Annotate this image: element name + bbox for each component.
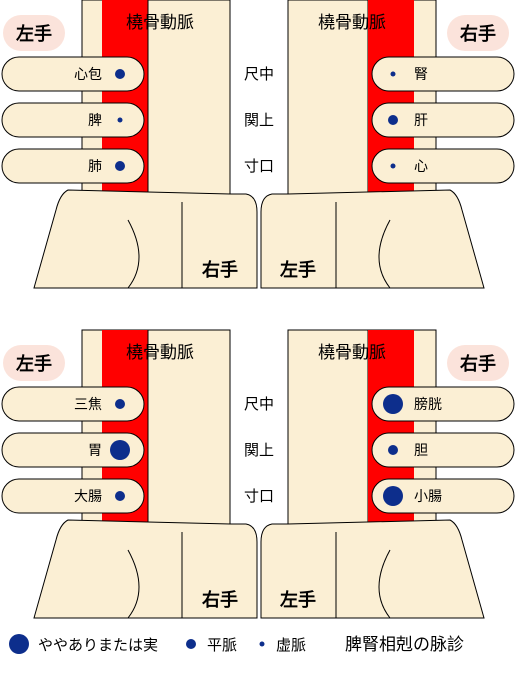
pulse-dot [390,71,396,77]
thumb-edge [127,549,140,619]
artery-label-right: 橈骨動脈 [318,13,386,33]
legend: ややありまたは実 平脈 虚脈 脾腎相剋の脉診 [0,622,518,666]
finger-label: 胃 [88,443,102,459]
pulse-dot [388,445,398,455]
right-forearm-inner [287,0,369,201]
legend-weak-dot [259,641,265,647]
finger-right [371,102,515,138]
finger-label: 小腸 [414,489,442,505]
finger-label: 三焦 [74,397,102,413]
legend-normal-label: 平脈 [207,636,237,654]
hand-label-right: 右手 [460,353,496,375]
left-forearm-inner [147,0,231,201]
hand-badge-right [447,15,509,51]
position-label: 寸口 [244,487,274,505]
pulse-dot [115,491,125,501]
hand-badge-left [3,15,65,51]
hand-label-left: 左手 [16,353,52,375]
wrist-label-left: 右手 [202,259,238,281]
finger-label: 腎 [414,67,428,83]
hand-label-left: 左手 [16,23,52,45]
pulse-dot [390,163,396,169]
panel-1: 橈骨動脈橈骨動脈左手右手尺中関上寸口三焦胃大腸膀胱胆小腸右手左手 [1,329,515,619]
legend-strong-dot [9,634,29,654]
finger-right [371,432,515,468]
finger-label: 心 [414,159,428,175]
finger-label: 肺 [88,159,102,175]
finger-right [371,478,515,514]
wrist-label-right: 左手 [280,259,316,281]
pulse-dot [383,394,403,414]
right-forearm-inner [287,329,369,531]
legend-normal-dot [186,639,196,649]
position-label: 関上 [244,111,274,129]
legend-weak-label: 虚脈 [276,636,306,654]
artery-label-left: 橈骨動脈 [126,343,194,363]
finger-left [1,386,145,422]
hand-badge-right [447,345,509,381]
finger-left [1,56,145,92]
finger-left [1,148,145,184]
finger-left [1,432,145,468]
artery-label-right: 橈骨動脈 [318,343,386,363]
wrist-label-left: 右手 [202,589,238,611]
finger-left [1,478,145,514]
wrist-left [33,519,258,619]
pulse-diagram: 橈骨動脈橈骨動脈左手右手尺中関上寸口心包脾肺腎肝心右手左手橈骨動脈橈骨動脈左手右… [1,0,515,619]
finger-label: 膀胱 [414,396,442,413]
artery-label-left: 橈骨動脈 [126,13,194,33]
finger-label: 胆 [414,443,428,459]
finger-label: 心包 [74,67,102,83]
wrist-left [33,189,258,289]
pulse-dot [388,115,398,125]
panel-0: 橈骨動脈橈骨動脈左手右手尺中関上寸口心包脾肺腎肝心右手左手 [1,0,515,289]
position-label: 関上 [244,441,274,459]
position-label: 尺中 [244,395,274,413]
thumb-edge [127,219,140,289]
hand-badge-left [3,345,65,381]
pulse-dot [115,161,125,171]
finger-label: 脾 [88,113,102,129]
hand-label-right: 右手 [460,23,496,45]
thumb-edge [378,549,391,619]
finger-right [371,386,515,422]
finger-label: 肝 [414,113,428,129]
left-forearm-inner [147,329,231,531]
thumb-edge [378,219,391,289]
finger-right [371,56,515,92]
finger-label: 大腸 [74,489,102,505]
pulse-dot [115,69,125,79]
wrist-right [260,519,485,619]
position-label: 寸口 [244,157,274,175]
finger-right [371,148,515,184]
finger-left [1,102,145,138]
wrist-label-right: 左手 [280,589,316,611]
position-label: 尺中 [244,65,274,83]
pulse-dot [110,440,130,460]
wrist-right [260,189,485,289]
pulse-dot [383,486,403,506]
legend-strong-label: ややありまたは実 [38,636,158,654]
pulse-dot [115,399,125,409]
pulse-dot [117,117,123,123]
legend-caption: 脾腎相剋の脉診 [345,635,464,655]
